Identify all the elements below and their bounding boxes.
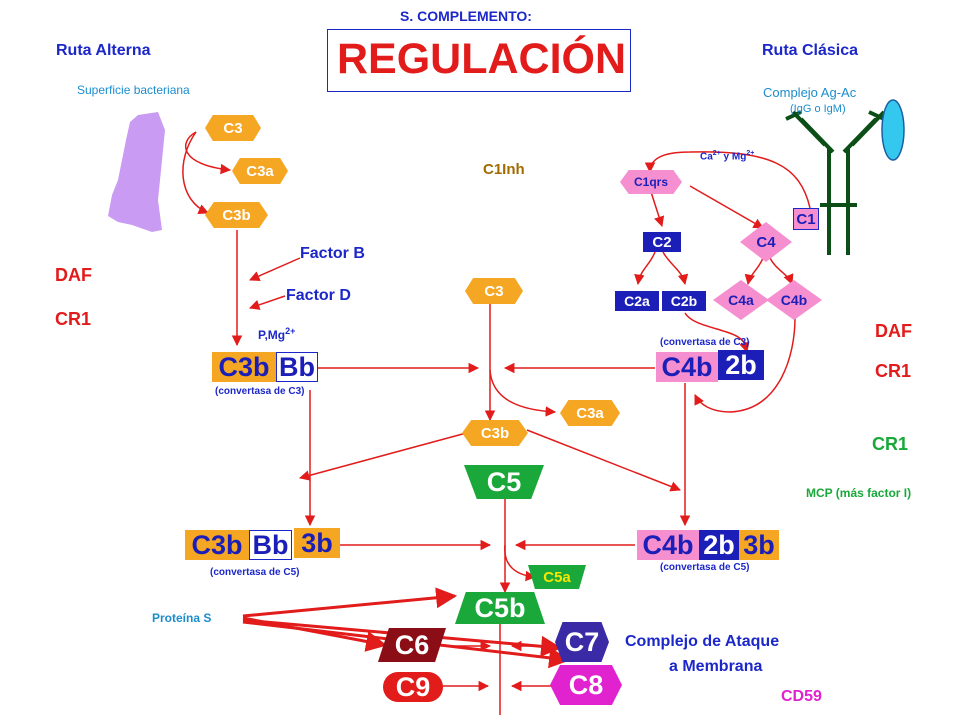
cofactors-label: P,Mg2+ [258, 326, 296, 342]
antibody-class-label: (IgG o IgM) [790, 103, 846, 115]
c3a-center-node: C3a [560, 400, 620, 426]
cr1-left-label: CR1 [55, 309, 92, 329]
c3b-alt-node: C3b [205, 202, 268, 228]
diagram-title: REGULACIÓN [337, 35, 627, 83]
c5a-node: C5a [528, 565, 586, 589]
mac-label-line2: a Membrana [669, 658, 763, 675]
c5-node: C5 [464, 465, 544, 499]
c2a-node: C2a [615, 291, 659, 311]
classical-pathway-heading: Ruta Clásica [762, 42, 859, 59]
c1inh-label: C1Inh [483, 161, 525, 178]
antigen-antibody-complex-label: Complejo Ag-Ac [763, 85, 857, 100]
c3-convertase-classic-caption: (convertasa de C3) [660, 337, 750, 348]
c4b2b3b-part-2b: 2b [699, 530, 739, 560]
c3b-bb-part-bb: Bb [276, 352, 318, 382]
c4b2b-part-2b: 2b [718, 350, 764, 380]
diagram-subtitle: S. COMPLEMENTO: [400, 8, 532, 24]
c4b2b-part-c4b: C4b [656, 352, 718, 382]
mcp-label: MCP (más factor I) [806, 486, 912, 500]
bacterial-surface-shape [108, 112, 165, 232]
c3-convertase-alt-caption: (convertasa de C3) [215, 386, 305, 397]
c3b-center-node: C3b [462, 420, 528, 446]
mac-label-line1: Complejo de Ataque [625, 633, 780, 650]
c3bbb3b-part-bb: Bb [249, 530, 292, 560]
c1qrs-node: C1qrs [620, 170, 682, 194]
factor-d-label: Factor D [286, 287, 351, 304]
c6-node: C6 [378, 628, 446, 662]
protein-s-label: Proteína S [152, 611, 212, 625]
c3bbb3b-part-3b: 3b [294, 528, 340, 558]
c5-convertase-alt-caption: (convertasa de C5) [210, 567, 300, 578]
c3-alt-node: C3 [205, 115, 261, 141]
antibody-icon [785, 110, 886, 255]
ions-label: Ca2+ y Mg2+ [700, 150, 755, 163]
cr1-right-label: CR1 [875, 361, 912, 381]
c3-center-node: C3 [465, 278, 523, 304]
c3b-bb-part-c3b: C3b [212, 352, 276, 382]
daf-right-label: DAF [875, 321, 912, 341]
c8-node: C8 [550, 665, 622, 705]
c3a-alt-node: C3a [232, 158, 288, 184]
alternative-pathway-heading: Ruta Alterna [56, 42, 151, 59]
daf-left-label: DAF [55, 265, 92, 285]
c4b2b3b-part-3b: 3b [739, 530, 779, 560]
c2b-node: C2b [662, 291, 706, 311]
title-frame [327, 29, 631, 92]
factor-b-label: Factor B [300, 245, 365, 262]
cr1-right-label-2: CR1 [872, 434, 909, 454]
c3bbb3b-part-c3b: C3b [185, 530, 249, 560]
c7-node: C7 [555, 622, 609, 662]
c4b2b3b-part-c4b: C4b [637, 530, 699, 560]
bacterial-surface-label: Superficie bacteriana [77, 83, 190, 97]
c2-node: C2 [643, 232, 681, 252]
c9-node: C9 [383, 672, 443, 702]
antigen-shape [881, 99, 905, 161]
c1-node: C1 [793, 208, 819, 230]
c5b-node: C5b [455, 592, 545, 624]
c5-convertase-classic-caption: (convertasa de C5) [660, 562, 750, 573]
cd59-label: CD59 [781, 688, 822, 705]
